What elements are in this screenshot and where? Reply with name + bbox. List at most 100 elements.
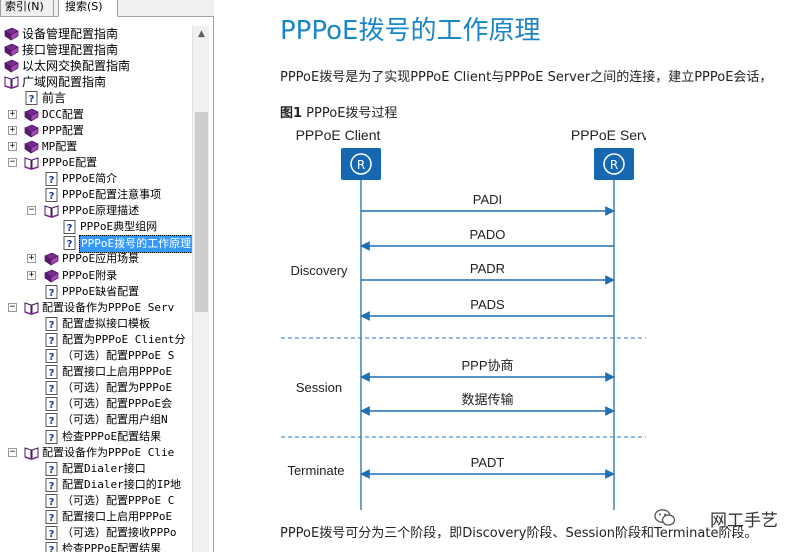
message-2: PADO: [360, 227, 614, 251]
tree-item[interactable]: ?（可选）配置PPPoE会: [0, 396, 192, 412]
intro-paragraph: PPPoE拨号是为了实现PPPoE Client与PPPoE Server之间的…: [280, 70, 773, 85]
tree-item-label: MP配置: [42, 139, 78, 153]
summary-paragraph: PPPoE拨号可分为三个阶段，即Discovery阶段、Session阶段和Te…: [280, 526, 758, 541]
tree-item[interactable]: − 配置设备作为PPPoE Clie: [0, 445, 192, 461]
tree-scrollbar[interactable]: ▲: [192, 26, 209, 552]
collapse-icon[interactable]: −: [8, 446, 17, 457]
expand-icon[interactable]: +: [27, 253, 36, 264]
message-label: PADO: [470, 227, 506, 242]
tree-item[interactable]: ? 配置为PPPoE Client分: [0, 332, 192, 348]
expand-icon[interactable]: +: [27, 269, 36, 280]
tree-item-label: 配置设备作为PPPoE Clie: [42, 445, 175, 459]
svg-text:?: ?: [49, 384, 55, 395]
svg-text:?: ?: [49, 497, 55, 508]
message-label: PADI: [473, 192, 502, 207]
tree-item[interactable]: ?配置Dialer接口的IP地: [0, 477, 192, 493]
server-router-icon: R: [594, 148, 634, 180]
tree-item[interactable]: 广域网配置指南: [0, 74, 192, 90]
tree-item[interactable]: − 配置设备作为PPPoE Serv: [0, 300, 192, 316]
help-page-icon: ?: [45, 188, 58, 202]
message-7: PADT: [360, 455, 615, 479]
tree-item[interactable]: ? （可选）配置接收PPPo: [0, 525, 192, 541]
server-label: PPPoE Server: [571, 127, 646, 143]
tree-item[interactable]: ?（可选）配置PPPoE C: [0, 493, 192, 509]
tree-item[interactable]: 设备管理配置指南: [0, 26, 192, 42]
topic-content: PPPoE拨号的工作原理 PPPoE拨号是为了实现PPPoE Client与PP…: [226, 0, 800, 552]
help-page-icon: ?: [45, 429, 58, 444]
svg-text:?: ?: [49, 175, 55, 186]
tab-search[interactable]: 搜索(S): [58, 0, 118, 17]
tree-item-label: PPPoE原理描述: [62, 204, 140, 218]
help-page-icon: ?: [45, 332, 58, 347]
tree-item[interactable]: − PPPoE配置: [0, 155, 192, 171]
tree-item-label: 配置接口上启用PPPoE: [62, 510, 173, 523]
tree-item[interactable]: ?检查PPPoE配置结果: [0, 429, 192, 445]
collapse-icon[interactable]: −: [8, 301, 17, 312]
help-page-icon: ?: [45, 477, 58, 492]
closed-book-icon: [4, 59, 19, 73]
client-label: PPPoE Client: [296, 127, 381, 143]
tree-item[interactable]: ?配置接口上启用PPPoE: [0, 364, 192, 380]
tree-item[interactable]: ?（可选）配置PPPoE S: [0, 348, 192, 364]
svg-text:?: ?: [49, 416, 55, 427]
tree-item[interactable]: + MP配置: [0, 139, 192, 155]
tree-item-label: 配置接口上启用PPPoE: [62, 365, 173, 379]
figure-title: PPPoE拨号过程: [302, 106, 398, 121]
svg-text:?: ?: [49, 545, 55, 552]
message-label: 数据传输: [461, 392, 513, 407]
phase-discovery-label: Discovery: [290, 263, 348, 278]
tree-item[interactable]: 接口管理配置指南: [0, 42, 192, 58]
tree-item-label: PPP配置: [42, 123, 84, 137]
tree-item[interactable]: ? 检查PPPoE配置结果: [0, 541, 192, 552]
tree-item[interactable]: + DCC配置: [0, 107, 192, 123]
tree-item[interactable]: + PPP配置: [0, 123, 192, 139]
tree-item[interactable]: ?配置虚拟接口模板: [0, 316, 192, 332]
collapse-icon[interactable]: −: [27, 205, 36, 216]
closed-book-icon: [4, 27, 19, 41]
tree-item-label: （可选）配置为PPPoE: [62, 381, 173, 395]
expand-icon[interactable]: +: [8, 108, 17, 119]
tree-item[interactable]: ? 配置接口上启用PPPoE: [0, 509, 192, 525]
open-book-icon: [4, 76, 19, 90]
tab-index[interactable]: 索引(N): [0, 0, 54, 17]
tree-item[interactable]: ? （可选）配置为PPPoE: [0, 380, 192, 396]
expand-icon[interactable]: +: [8, 124, 17, 135]
tree-item[interactable]: ?PPPoE典型组网: [0, 219, 192, 235]
tree-item-label: （可选）配置接收PPPo: [62, 526, 177, 540]
tree-item[interactable]: ?PPPoE配置注意事项: [0, 187, 192, 203]
tree-item-label: PPPoE典型组网: [80, 220, 158, 234]
scrollbar-thumb[interactable]: [195, 112, 208, 312]
tree-item-label: 配置设备作为PPPoE Serv: [42, 300, 175, 314]
tree-item-label: PPPoE配置: [42, 155, 98, 169]
tree-item[interactable]: ?PPPoE拨号的工作原理: [0, 235, 192, 254]
tree-item-label: PPPoE应用场景: [62, 252, 140, 266]
tree-item[interactable]: − PPPoE原理描述: [0, 203, 192, 219]
collapse-icon[interactable]: −: [8, 156, 17, 167]
tree-item[interactable]: ?（可选）配置用户组N: [0, 412, 192, 428]
tree-item[interactable]: +PPPoE附录: [0, 268, 192, 284]
open-book-icon: [24, 157, 39, 170]
svg-text:?: ?: [49, 433, 55, 444]
help-page-icon: ?: [45, 284, 58, 299]
help-page-icon: ?: [45, 526, 58, 541]
tree-item[interactable]: ?PPPoE简介: [0, 171, 192, 187]
svg-text:?: ?: [49, 481, 55, 492]
tree-item-label: 检查PPPoE配置结果: [62, 542, 162, 552]
tree-item-label: DCC配置: [42, 107, 84, 121]
tree-item[interactable]: ?配置Dialer接口: [0, 461, 192, 477]
scroll-up-arrow-icon[interactable]: ▲: [198, 29, 205, 39]
help-page-icon: ?: [45, 461, 58, 476]
wechat-icon: [654, 509, 676, 526]
svg-text:?: ?: [49, 529, 55, 540]
svg-text:?: ?: [49, 288, 55, 299]
closed-book-icon: [44, 269, 59, 283]
tree-item[interactable]: + PPPoE应用场景: [0, 251, 192, 267]
expand-icon[interactable]: +: [8, 140, 17, 151]
tree-item-label: 配置为PPPoE Client分: [62, 332, 186, 346]
tree-item[interactable]: 以太网交换配置指南: [0, 58, 192, 74]
tree-item-label: （可选）配置PPPoE S: [62, 349, 175, 362]
figure-number: 图1: [280, 106, 303, 121]
svg-text:?: ?: [49, 513, 55, 524]
tree-item[interactable]: ?前言: [0, 90, 192, 106]
tree-item[interactable]: ?PPPoE缺省配置: [0, 284, 192, 300]
